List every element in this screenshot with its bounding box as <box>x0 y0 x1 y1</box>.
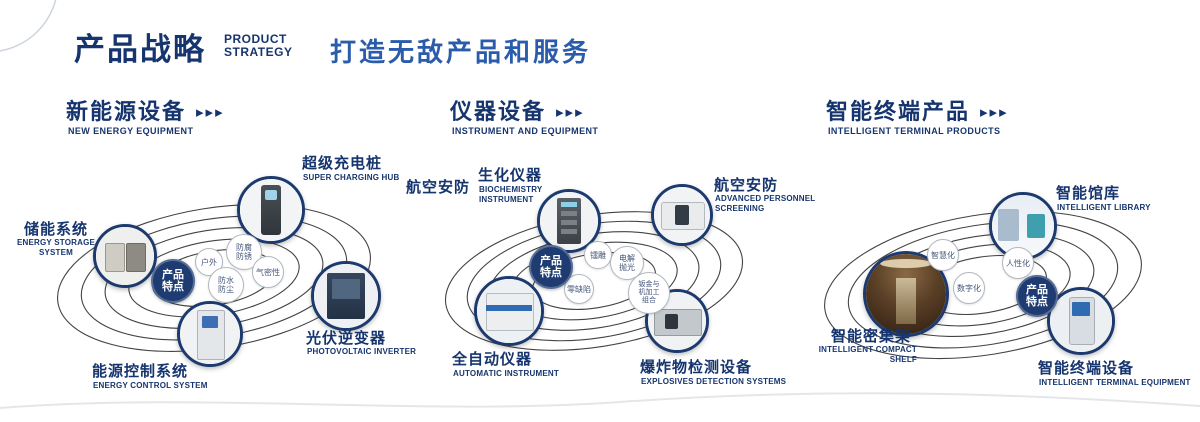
product-features-badge: 产品特点 <box>529 245 573 289</box>
product-label-en: SUPER CHARGING HUB <box>303 173 400 182</box>
product-label-zh: 超级充电桩 <box>302 155 383 172</box>
feature-bubble: 镭雕 <box>584 241 612 269</box>
section-title-text: 智能终端产品 <box>826 99 971 124</box>
feature-label: 防水防尘 <box>218 276 234 294</box>
feature-label: 气密性 <box>256 267 280 277</box>
product-features-badge: 产品特点 <box>151 259 195 303</box>
product-label-en: EXPLOSIVES DETECTION SYSTEMS <box>641 377 787 386</box>
section-subtitle-intelligent: INTELLIGENT TERMINAL PRODUCTS <box>828 126 1001 136</box>
pv-inverter-photo-icon <box>314 264 378 328</box>
product-label-zh: 爆炸物检测设备 <box>640 359 753 376</box>
section-title-intelligent: 智能终端产品 ▸▸▸ <box>826 94 1009 126</box>
product-label-en: ENERGY CONTROL SYSTEM <box>93 381 208 390</box>
section-title-text: 仪器设备 <box>450 99 547 124</box>
page-title-en: PRODUCT STRATEGY <box>224 33 292 59</box>
triple-arrow-icon: ▸▸▸ <box>556 104 585 121</box>
feature-label: 电解抛光 <box>619 254 635 272</box>
biochemistry-photo-icon <box>540 192 598 250</box>
triple-arrow-icon: ▸▸▸ <box>980 104 1009 121</box>
page-title-en-line2: STRATEGY <box>224 45 293 59</box>
section-title-new-energy: 新能源设备 ▸▸▸ <box>66 94 225 126</box>
energy-storage-photo-icon <box>96 227 154 285</box>
product-label-en: INTELLIGENT COMPACT SHELF <box>818 345 917 364</box>
page-title: 产品战略 <box>74 32 206 67</box>
product-label-zh: 生化仪器 <box>478 167 543 184</box>
product-label-en: ENERGY STORAGE SYSTEM <box>16 238 96 257</box>
product-circle-super-charging-hub <box>237 176 305 244</box>
product-label-en: INTELLIGENT LIBRARY <box>1057 203 1151 212</box>
product-circle-energy-storage <box>93 224 157 288</box>
feature-label: 镭雕 <box>590 250 606 260</box>
feature-bubble: 钣金与机加工组合 <box>628 272 670 314</box>
corner-arc-decoration <box>0 0 57 52</box>
feature-bubble: 人性化 <box>1002 247 1034 279</box>
personnel-screening-photo-icon <box>654 187 710 243</box>
product-label-en: BIOCHEMISTRY INSTRUMENT <box>479 185 543 204</box>
energy-control-photo-icon <box>180 304 240 364</box>
feature-label: 数字化 <box>957 283 981 293</box>
feature-label: 户外 <box>201 257 217 267</box>
feature-bubble: 气密性 <box>252 256 284 288</box>
section-title-instrument: 仪器设备 ▸▸▸ <box>450 94 585 126</box>
feature-label: 钣金与机加工组合 <box>638 281 660 304</box>
charging-hub-photo-icon <box>240 179 302 241</box>
product-label-en: PHOTOVOLTAIC INVERTER <box>307 347 417 356</box>
page-slogan: 打造无敌产品和服务 <box>330 37 592 67</box>
product-features-label: 产品特点 <box>1026 284 1048 308</box>
feature-label: 智慧化 <box>931 250 955 260</box>
product-label-zh: 智能密集架 <box>831 328 912 345</box>
terminal-equipment-photo-icon <box>1050 290 1112 352</box>
section-subtitle-instrument: INSTRUMENT AND EQUIPMENT <box>452 126 599 136</box>
page-title-en-line1: PRODUCT <box>224 32 287 46</box>
product-label-zh: 储能系统 <box>23 221 88 238</box>
product-label-zh: 智能终端设备 <box>1038 360 1135 377</box>
product-label-zh: 全自动仪器 <box>452 351 533 368</box>
feature-label: 人性化 <box>1006 258 1030 268</box>
product-circle-pv-inverter <box>311 261 381 331</box>
product-circle-energy-control <box>177 301 243 367</box>
feature-bubble: 数字化 <box>953 272 985 304</box>
product-features-badge: 产品特点 <box>1016 275 1058 317</box>
bottom-wave-decoration <box>0 392 1200 409</box>
feature-bubble: 智慧化 <box>927 239 959 271</box>
triple-arrow-icon: ▸▸▸ <box>196 104 225 121</box>
product-label-zh: 智能馆库 <box>1056 185 1121 202</box>
feature-label: 防腐防锈 <box>236 243 252 261</box>
product-label-zh: 能源控制系统 <box>92 363 189 380</box>
product-circle-automatic-instrument <box>474 276 544 346</box>
product-label-en: INTELLIGENT TERMINAL EQUIPMENT <box>1039 378 1191 387</box>
product-features-label: 产品特点 <box>540 255 562 279</box>
product-label-zh: 航空安防 <box>714 177 779 194</box>
feature-label: 零缺陷 <box>567 284 591 294</box>
section-subtitle-new-energy: NEW ENERGY EQUIPMENT <box>68 126 194 136</box>
feature-bubble: 防水防尘 <box>208 267 244 303</box>
product-label-zh: 光伏逆变器 <box>306 330 387 347</box>
product-label-en: AUTOMATIC INSTRUMENT <box>453 369 559 378</box>
product-features-label: 产品特点 <box>162 269 184 293</box>
aviation-security-label: 航空安防 <box>406 179 471 196</box>
automatic-instrument-photo-icon <box>477 279 541 343</box>
product-circle-personnel-screening <box>651 184 713 246</box>
intelligent-library-photo-icon <box>992 195 1054 257</box>
section-title-text: 新能源设备 <box>66 99 187 124</box>
product-label-en: ADVANCED PERSONNEL SCREENING <box>715 194 816 213</box>
product-circle-terminal-equipment <box>1047 287 1115 355</box>
